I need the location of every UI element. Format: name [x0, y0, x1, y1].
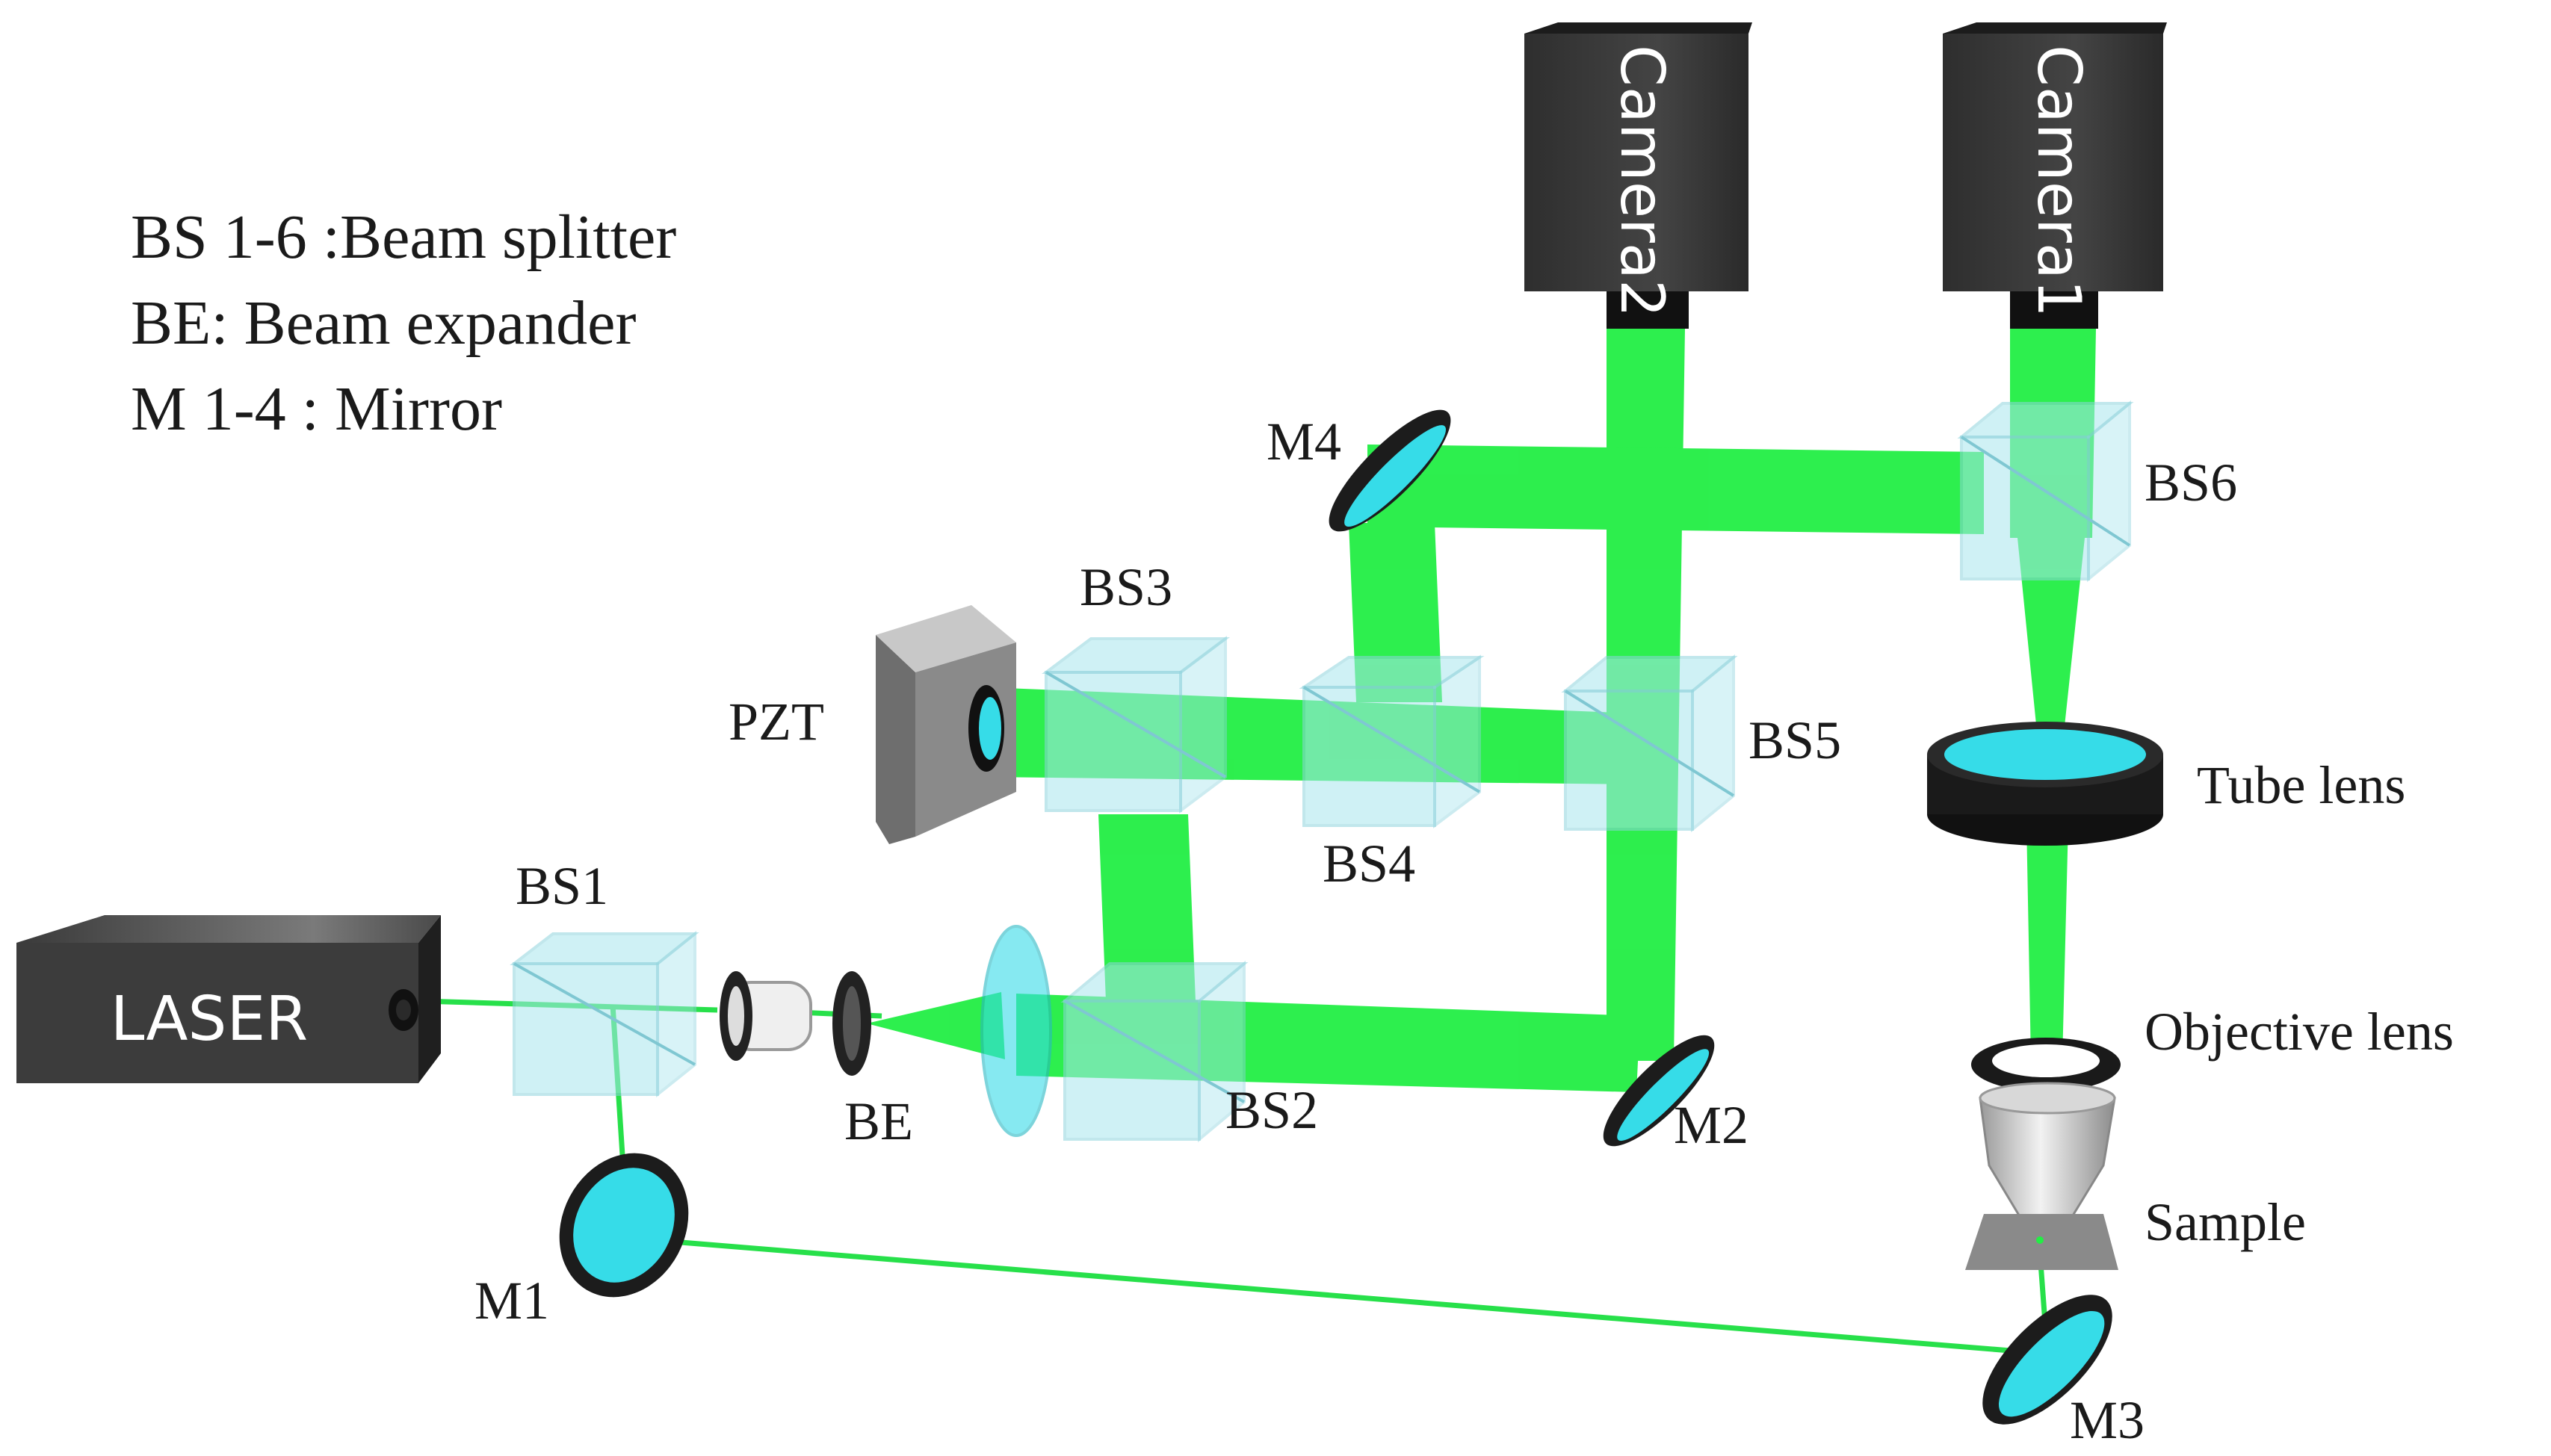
m3-mirror: [1982, 1295, 2112, 1425]
bs1-cube: [510, 930, 699, 1098]
legend: BS 1-6 :Beam splitter BE: Beam expander …: [131, 202, 676, 444]
pzt-device: [876, 605, 1016, 844]
component-labels: BS1 BS2 BS3 BS4 BS5 BS6 PZT BE M1 M2 M3 …: [474, 412, 2454, 1450]
bs6-cube: [1957, 400, 2134, 583]
label-pzt: PZT: [729, 692, 824, 752]
label-be: BE: [844, 1091, 913, 1151]
laser-device: LASER: [16, 915, 441, 1083]
label-sample: Sample: [2145, 1192, 2306, 1252]
mirrors: [559, 409, 2112, 1425]
label-bs6: BS6: [2145, 453, 2237, 512]
beam-splitter-cubes: [510, 400, 2134, 1143]
sample-slide: [1965, 1214, 2118, 1270]
beam-tube-to-objective: [2026, 822, 2068, 1061]
tube-lens: [1927, 722, 2163, 846]
label-bs5: BS5: [1748, 710, 1841, 770]
beam-bs2-to-bs3: [1098, 814, 1196, 1001]
beam-m1-to-m3: [634, 1236, 2048, 1357]
label-m4: M4: [1267, 412, 1341, 471]
objective-lens: [1971, 1038, 2121, 1234]
beam-expander: [720, 925, 1052, 1137]
label-m2: M2: [1674, 1095, 1748, 1155]
beam-expander-cone: [867, 992, 1005, 1059]
legend-line-beam-splitter: BS 1-6 :Beam splitter: [131, 202, 676, 272]
m2-mirror: [1603, 1035, 1715, 1147]
label-tube-lens: Tube lens: [2197, 755, 2405, 815]
laser-label: LASER: [111, 984, 309, 1055]
label-bs4: BS4: [1323, 834, 1415, 893]
beam-bs6-to-tube-lens: [2017, 538, 2085, 747]
camera2-label: Camera2: [1607, 45, 1677, 317]
camera2-device: Camera2: [1524, 22, 1752, 329]
legend-line-beam-expander: BE: Beam expander: [131, 288, 636, 358]
label-bs2: BS2: [1225, 1080, 1318, 1140]
bs2-cube: [1060, 960, 1249, 1143]
label-objective-lens: Objective lens: [2145, 1002, 2454, 1062]
bs4-cube: [1299, 654, 1485, 828]
legend-line-mirror: M 1-4 : Mirror: [131, 374, 502, 444]
label-m3: M3: [2070, 1390, 2145, 1450]
camera1-device: Camera1: [1943, 22, 2167, 329]
bs3-cube: [1042, 636, 1230, 814]
label-bs1: BS1: [516, 856, 608, 916]
camera1-label: Camera1: [2024, 45, 2094, 317]
m1-mirror: [559, 1153, 689, 1298]
m4-mirror: [1329, 409, 1451, 532]
label-bs3: BS3: [1080, 557, 1172, 617]
bs5-cube: [1561, 654, 1738, 833]
beam-m4-to-bs6: [1367, 444, 1984, 534]
label-m1: M1: [474, 1271, 549, 1330]
